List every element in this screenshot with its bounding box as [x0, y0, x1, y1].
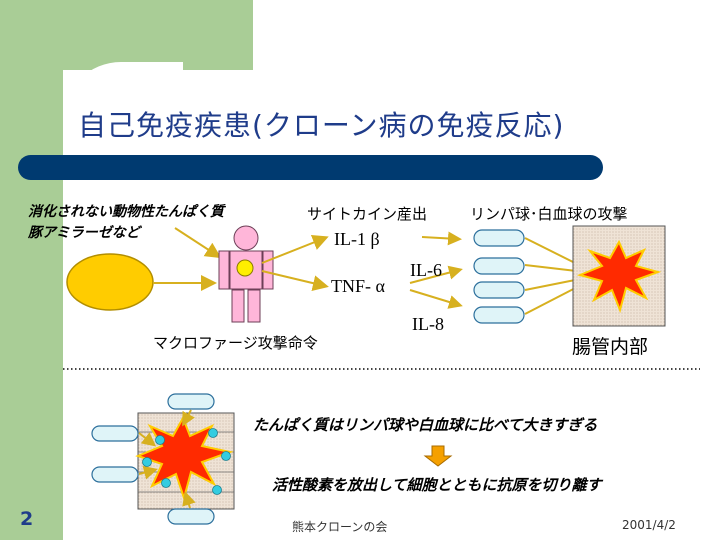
antigen-label-line2: 豚アミラーゼなど	[28, 225, 140, 241]
intestine-label: 腸管内部	[572, 336, 649, 358]
macrophage-command-label: マクロファージ攻撃命令	[153, 334, 318, 352]
arrow-text-to-macrophage	[174, 227, 222, 259]
arrow-to-il1	[261, 234, 329, 264]
il1-beta-label: IL-1 β	[334, 229, 380, 249]
slide-title: 自己免疫疾患(クローン病の免疫反応)	[78, 109, 565, 142]
slide-sidebar	[0, 0, 63, 540]
arrow-il6-to-cells	[409, 265, 463, 284]
antigen-protein-shape	[66, 253, 154, 311]
footer-date: 2001/4/2	[622, 518, 676, 532]
cell-attack-illustration	[91, 393, 235, 525]
lymphocyte-cells	[473, 229, 525, 324]
arrow-to-tnf	[261, 270, 329, 292]
il8-label: IL-8	[412, 314, 444, 334]
note-active-oxygen: 活性酸素を放出して細胞とともに抗原を切り離す	[272, 476, 602, 494]
title-underline-bar	[18, 155, 603, 180]
arrow-il8-to-cells	[409, 289, 463, 309]
lymph-attack-header: リンパ球･白血球の攻撃	[470, 205, 628, 223]
arrow-il1-to-cells	[421, 231, 462, 246]
explosion-burst	[576, 239, 662, 314]
footer-organization: 熊本クローンの会	[292, 520, 388, 534]
slide-top-band	[63, 0, 253, 70]
il6-label: IL-6	[410, 260, 442, 280]
cytokine-header: サイトカイン産出	[307, 205, 428, 223]
note-protein-too-large: たんぱく質はリンパ球や白血球に比べて大きすぎる	[253, 416, 598, 434]
macrophage-figure	[218, 225, 274, 323]
slide-number: 2	[20, 508, 34, 530]
tnf-alpha-label: TNF- α	[331, 276, 385, 296]
antigen-label-line1: 消化されない動物性たんぱく質	[28, 204, 224, 220]
down-arrow	[423, 445, 453, 467]
